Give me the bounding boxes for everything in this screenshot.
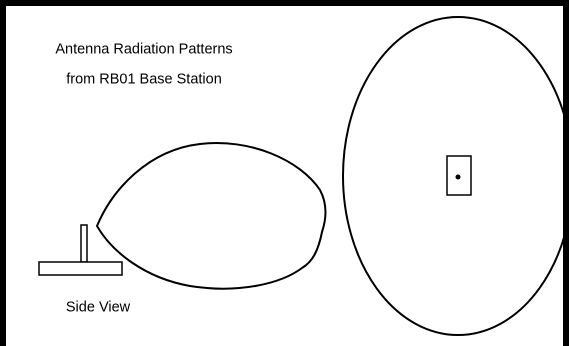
antenna-mast <box>80 224 88 263</box>
side-view-radiation-lobe <box>95 142 327 290</box>
antenna-base <box>38 261 123 276</box>
top-view-antenna-dot <box>455 174 461 180</box>
top-view-radiation-ellipse <box>342 16 569 336</box>
title-line-2: from RB01 Base Station <box>66 72 222 88</box>
title-line-1: Antenna Radiation Patterns <box>55 42 232 58</box>
side-view-label: Side View <box>66 300 131 316</box>
